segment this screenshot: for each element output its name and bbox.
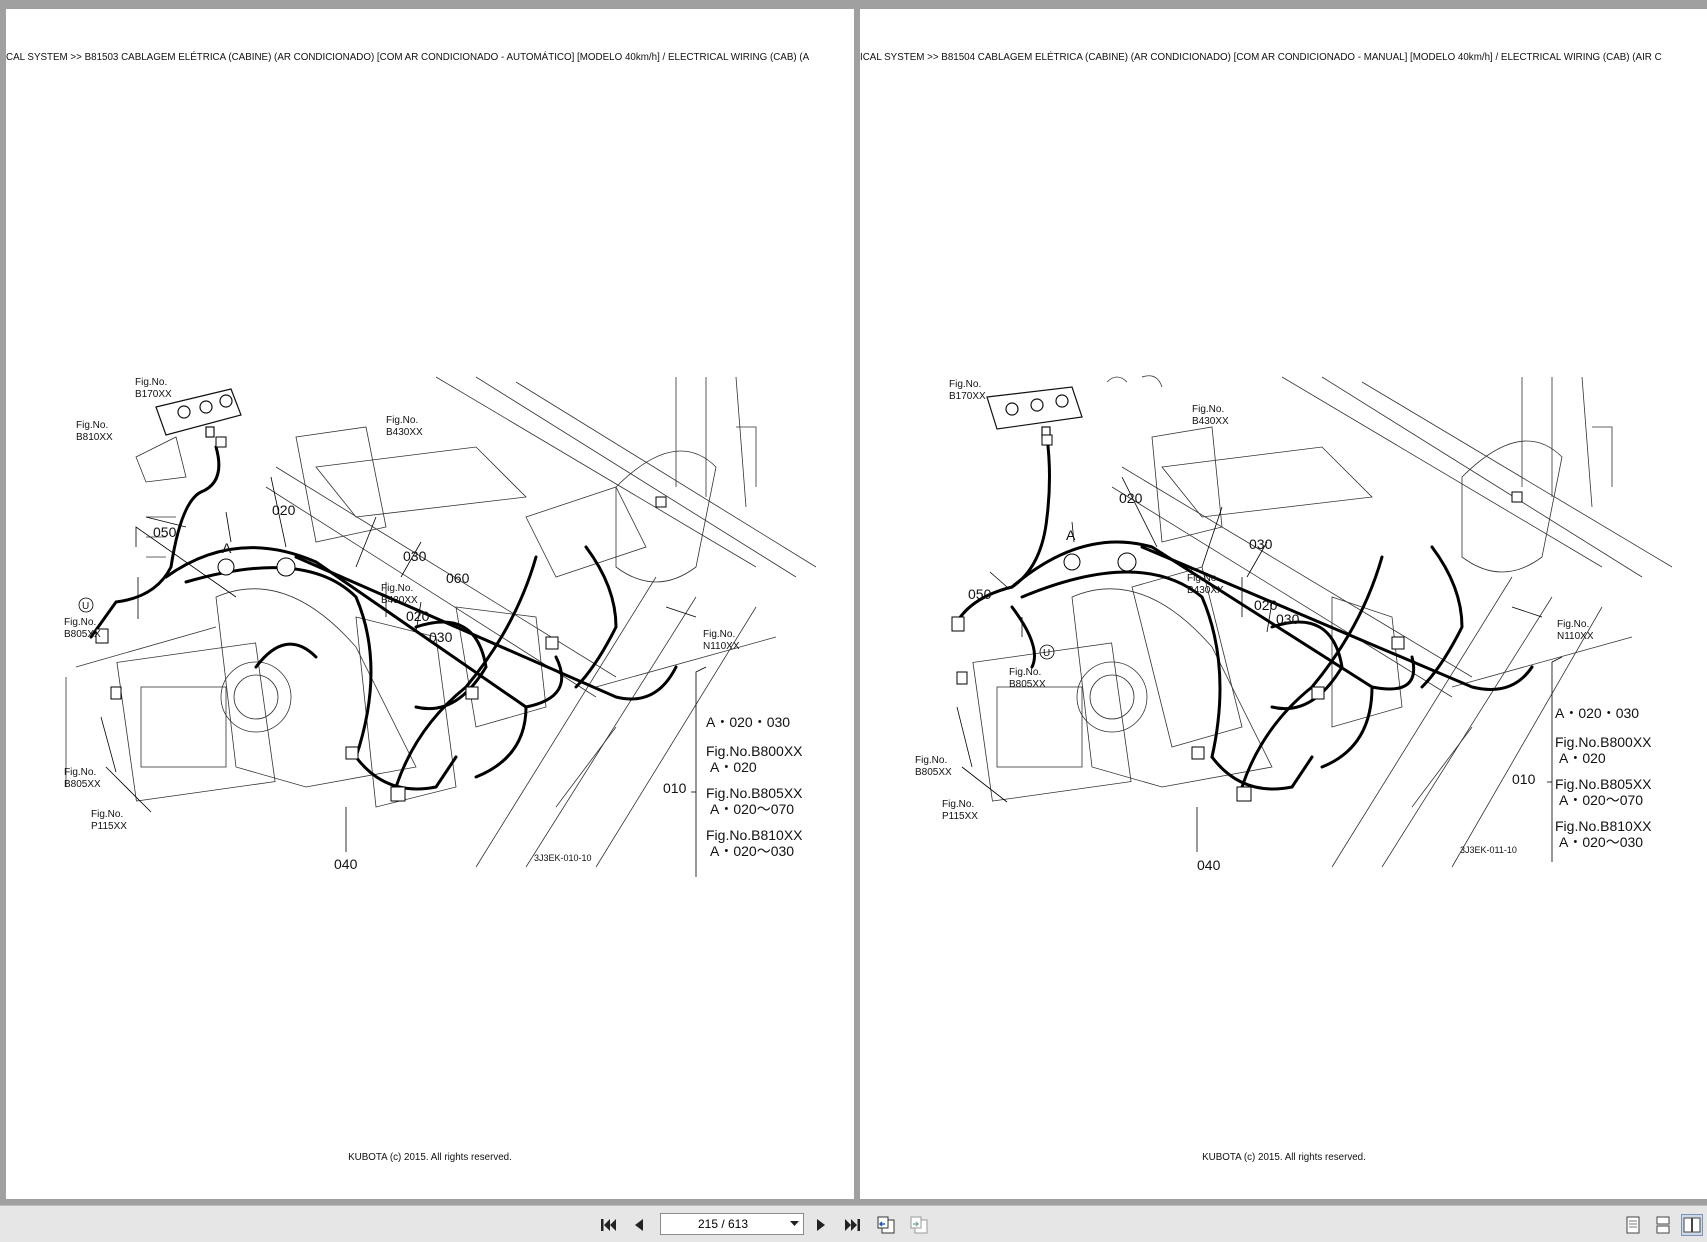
callout: 030 xyxy=(1276,611,1300,627)
callout-circle-icon xyxy=(1039,644,1055,660)
fig-label: Fig.No. xyxy=(1187,573,1219,584)
fig-label: Fig.No. xyxy=(942,799,974,810)
continuous-page-icon xyxy=(1656,1216,1670,1234)
single-page-icon xyxy=(1626,1216,1640,1234)
legend-line: A・020 xyxy=(1559,750,1606,766)
last-page-button[interactable] xyxy=(841,1214,863,1236)
legend-line: A・020～070 xyxy=(710,801,794,817)
fig-label: Fig.No. xyxy=(1009,667,1041,678)
fig-label: Fig.No. xyxy=(381,583,413,594)
page-indicator: 215 / 613 xyxy=(697,1217,749,1231)
callout: 060 xyxy=(446,570,470,586)
callout-circle-icon xyxy=(78,597,94,613)
next-page-icon xyxy=(817,1219,825,1231)
fig-label: Fig.No. xyxy=(386,415,418,426)
callout: U xyxy=(82,601,89,612)
fig-label: B805XX xyxy=(64,779,101,790)
legend-line: A・020・030 xyxy=(706,714,790,730)
forward-view-button[interactable] xyxy=(908,1214,930,1236)
fig-label: N110XX xyxy=(1557,631,1594,642)
fig-label: B430XX xyxy=(1187,585,1224,596)
fig-label: B805XX xyxy=(64,629,101,640)
single-page-button[interactable] xyxy=(1622,1214,1644,1236)
fig-label: Fig.No. xyxy=(64,767,96,778)
callout: U xyxy=(1043,648,1050,659)
two-page-icon xyxy=(1683,1217,1701,1233)
next-page-button[interactable] xyxy=(810,1214,832,1236)
prev-page-button[interactable] xyxy=(628,1214,650,1236)
drawing-code: 3J3EK-011-10 xyxy=(1460,845,1517,855)
fig-label: P115XX xyxy=(91,821,127,832)
page-footer: KUBOTA (c) 2015. All rights reserved. xyxy=(348,1152,512,1163)
page-number-field[interactable]: 215 / 613 xyxy=(660,1213,804,1235)
legend-line: Fig.No.B810XX xyxy=(1555,818,1652,834)
fig-label: Fig.No. xyxy=(135,377,167,388)
fig-label: B170XX xyxy=(949,391,986,402)
first-page-button[interactable] xyxy=(598,1214,620,1236)
legend-ref: 010 xyxy=(663,780,687,796)
callout: 020 xyxy=(1119,490,1143,506)
wiring-diagram: Fig.No. B170XX Fig.No. B810XX Fig.No. B4… xyxy=(64,376,816,877)
wiring-diagram: Fig.No. B170XX Fig.No. B430XX Fig.No. B4… xyxy=(915,375,1672,873)
callout: 040 xyxy=(1197,857,1221,873)
legend-line: A・020 xyxy=(710,759,757,775)
fig-label: P115XX xyxy=(942,811,978,822)
fig-label: Fig.No. xyxy=(76,420,108,431)
fig-label: B805XX xyxy=(1009,679,1046,690)
legend-line: A・020・030 xyxy=(1555,705,1639,721)
callout: 030 xyxy=(429,629,453,645)
legend-line: Fig.No.B810XX xyxy=(706,827,803,843)
fig-label: Fig.No. xyxy=(915,755,947,766)
callout: A xyxy=(222,540,232,556)
catalog-page-right: ICAL SYSTEM >> B81504 CABLAGEM ELÉTRICA … xyxy=(860,9,1707,1199)
fig-label: Fig.No. xyxy=(703,629,735,640)
callout: 040 xyxy=(334,856,358,872)
last-page-icon xyxy=(845,1219,860,1231)
legend-line: A・020～030 xyxy=(710,843,794,859)
page-footer: KUBOTA (c) 2015. All rights reserved. xyxy=(1202,1152,1366,1163)
fig-label: Fig.No. xyxy=(1192,404,1224,415)
fig-label: N110XX xyxy=(703,641,740,652)
forward-view-icon xyxy=(910,1216,928,1234)
fig-label: B430XX xyxy=(381,595,418,606)
prev-page-icon xyxy=(635,1219,643,1231)
legend-line: A・020～030 xyxy=(1559,834,1643,850)
callout: 030 xyxy=(1249,536,1273,552)
back-view-button[interactable] xyxy=(875,1214,897,1236)
fig-label: Fig.No. xyxy=(91,809,123,820)
back-view-icon xyxy=(877,1216,895,1234)
fig-label: Fig.No. xyxy=(64,617,96,628)
drawing-code: 3J3EK-010-10 xyxy=(534,853,592,863)
callout: A xyxy=(1066,527,1076,543)
fig-label: B170XX xyxy=(135,389,172,400)
catalog-page-left: CAL SYSTEM >> B81503 CABLAGEM ELÉTRICA (… xyxy=(6,9,854,1199)
legend-line: Fig.No.B800XX xyxy=(706,743,803,759)
fig-label: B430XX xyxy=(1192,416,1229,427)
fig-label: Fig.No. xyxy=(1557,619,1589,630)
legend-line: Fig.No.B805XX xyxy=(706,785,803,801)
fig-label: B810XX xyxy=(76,432,113,443)
legend-ref: 010 xyxy=(1512,771,1536,787)
callout: 050 xyxy=(968,586,992,602)
fig-label: Fig.No. xyxy=(949,379,981,390)
callout: 050 xyxy=(153,524,177,540)
dropdown-arrow-icon[interactable] xyxy=(785,1221,803,1227)
legend-line: Fig.No.B805XX xyxy=(1555,776,1652,792)
page-header: CAL SYSTEM >> B81503 CABLAGEM ELÉTRICA (… xyxy=(6,52,810,63)
continuous-page-button[interactable] xyxy=(1652,1214,1674,1236)
first-page-icon xyxy=(601,1219,616,1231)
callout: 030 xyxy=(403,548,427,564)
legend-line: A・020～070 xyxy=(1559,792,1643,808)
viewer-toolbar: 215 / 613 xyxy=(0,1205,1707,1242)
callout: 020 xyxy=(272,502,296,518)
fig-label: B805XX xyxy=(915,767,952,778)
callout: 020 xyxy=(406,608,430,624)
legend-line: Fig.No.B800XX xyxy=(1555,734,1652,750)
callout: 020 xyxy=(1254,597,1278,613)
two-page-button[interactable] xyxy=(1681,1214,1703,1236)
fig-label: B430XX xyxy=(386,427,423,438)
page-header: ICAL SYSTEM >> B81504 CABLAGEM ELÉTRICA … xyxy=(860,52,1662,63)
